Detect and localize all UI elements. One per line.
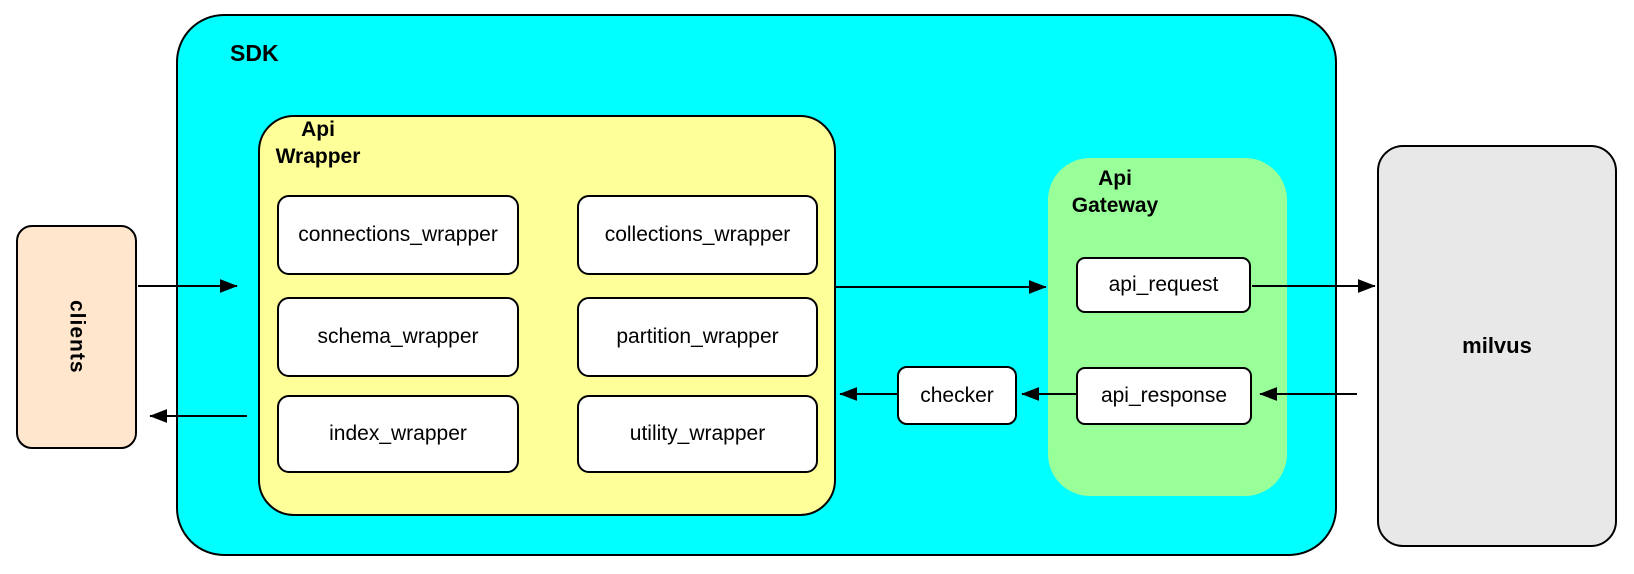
api-gateway-container	[1048, 158, 1287, 496]
sdk-label: SDK	[230, 40, 279, 66]
api-gateway-label: Api Gateway	[1055, 165, 1175, 219]
collections-wrapper-node: collections_wrapper	[577, 195, 818, 275]
clients-node: clients	[16, 225, 137, 449]
utility-wrapper-node: utility_wrapper	[577, 395, 818, 473]
api-response-node: api_response	[1076, 367, 1252, 425]
index-wrapper-node: index_wrapper	[277, 395, 519, 473]
connections-wrapper-node: connections_wrapper	[277, 195, 519, 275]
checker-node: checker	[897, 366, 1017, 425]
milvus-node: milvus	[1377, 145, 1617, 547]
api-gateway-label-line1: Api	[1098, 167, 1132, 190]
api-wrapper-label-line1: Api	[301, 118, 335, 141]
partition-wrapper-node: partition_wrapper	[577, 297, 818, 377]
api-wrapper-label: Api Wrapper	[258, 116, 378, 170]
api-wrapper-label-line2: Wrapper	[275, 145, 361, 168]
api-request-node: api_request	[1076, 257, 1251, 313]
api-gateway-label-line2: Gateway	[1071, 194, 1159, 217]
clients-label: clients	[65, 300, 89, 374]
schema-wrapper-node: schema_wrapper	[277, 297, 519, 377]
